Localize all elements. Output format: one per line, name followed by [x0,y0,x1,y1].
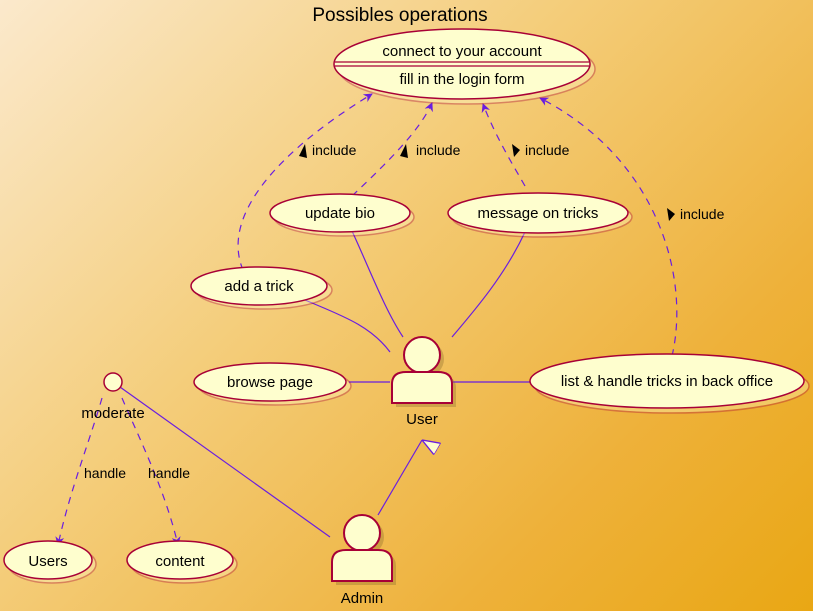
direction-triangle-icon [400,144,408,158]
interface-label: moderate [81,405,144,422]
usecase-add-trick[interactable]: add a trick [190,266,333,310]
actor-label: User [406,411,438,428]
handle-edge-users [55,397,103,546]
usecase-label: content [155,553,205,570]
assoc-moderate-admin [119,386,331,538]
interface-moderate[interactable]: moderate [81,372,145,422]
handle-label-content: handle [148,465,190,481]
usecase-content[interactable]: content [126,540,238,584]
include-edge-message [481,103,526,187]
svg-text:include: include [680,206,725,222]
include-label-add-trick: include [299,142,357,158]
assoc-message-user [451,231,526,338]
assoc-update-bio-user [351,230,404,338]
include-label-list: include [667,206,725,222]
usecase-list-handle-tricks[interactable]: list & handle tricks in back office [529,353,810,414]
usecase-label: update bio [305,205,375,222]
handle-label-users: handle [84,465,126,481]
include-edge-update-bio [351,102,433,197]
usecase-label: browse page [227,374,313,391]
diagram-title: Possibles operations [312,5,487,26]
usecase-label: list & handle tricks in back office [561,373,773,390]
include-label-message: include [512,142,570,158]
actor-label: Admin [341,590,384,607]
usecase-label: Users [28,553,67,570]
usecase-label: connect to your account [382,43,542,60]
usecase-users[interactable]: Users [3,540,97,584]
actor-admin[interactable]: Admin [331,514,396,607]
include-edge-list [539,97,678,357]
generalization-admin-user [377,440,422,516]
usecase-browse-page[interactable]: browse page [193,362,352,406]
usecase-label: add a trick [224,278,294,295]
actor-icon [331,514,396,585]
svg-text:include: include [312,142,357,158]
actor-user[interactable]: User [391,336,456,428]
direction-triangle-icon [512,144,520,157]
handle-edge-content [121,397,181,546]
include-label-update-bio: include [400,142,461,158]
usecase-connect-account[interactable]: connect to your account fill in the logi… [333,28,596,105]
usecase-update-bio[interactable]: update bio [269,193,415,237]
svg-text:include: include [525,142,570,158]
include-edge-add-trick [237,93,373,271]
usecase-label: message on tricks [478,205,599,222]
svg-text:include: include [416,142,461,158]
usecase-label: fill in the login form [399,71,524,88]
direction-triangle-icon [299,144,307,158]
direction-triangle-icon [667,208,675,221]
actor-icon [391,336,456,407]
usecase-message-tricks[interactable]: message on tricks [447,192,633,238]
assoc-add-trick-user [304,299,391,353]
